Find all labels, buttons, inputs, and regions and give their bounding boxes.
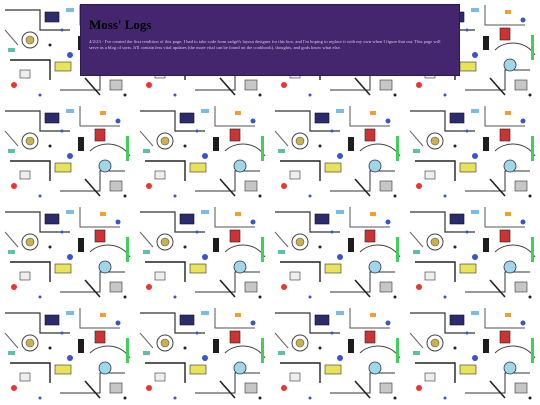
page-title: Moss' Logs [89,17,152,32]
log-entry: 4/2/23 - I've created the first renditio… [89,39,441,51]
logs-panel: Moss' Logs 4/2/23 - I've created the fir… [80,4,460,76]
